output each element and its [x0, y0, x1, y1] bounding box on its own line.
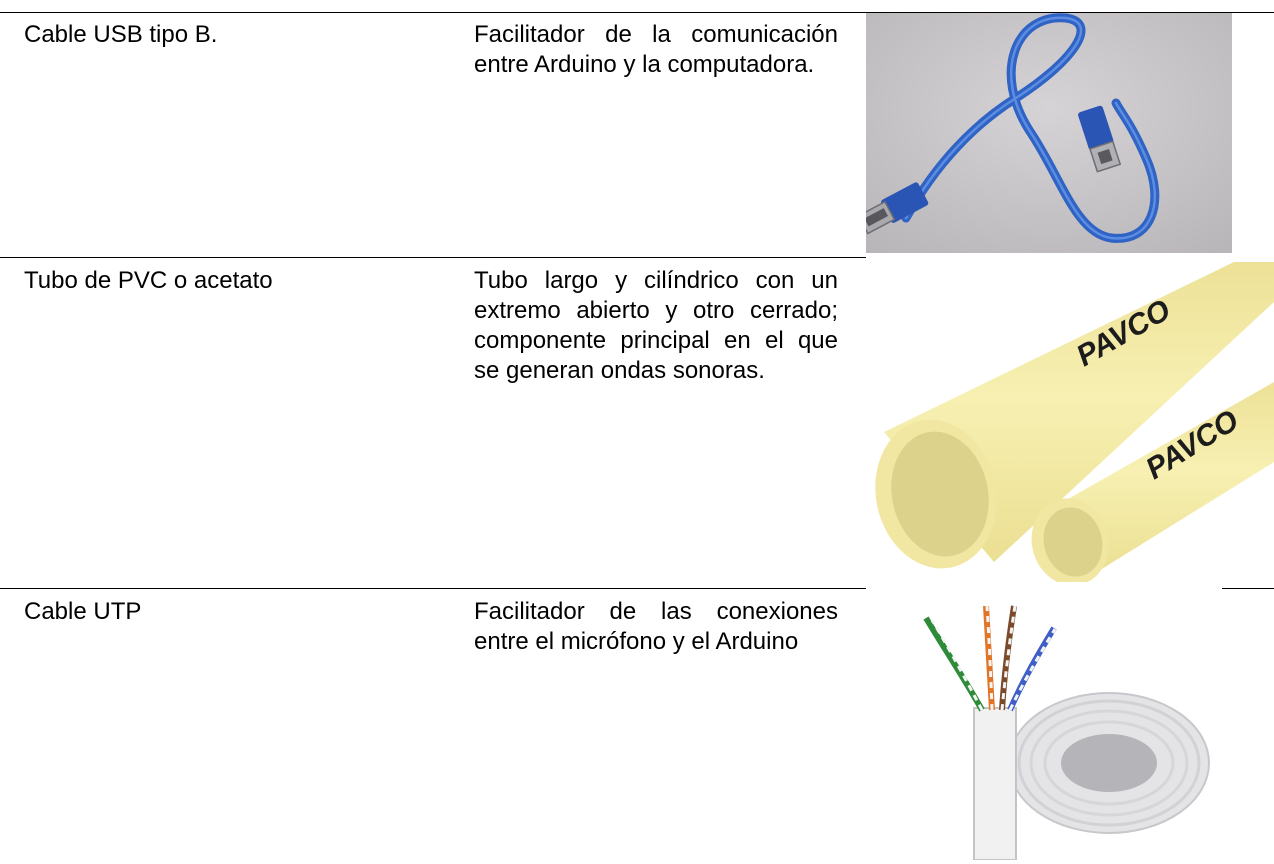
row-3-item: Cable UTP — [24, 598, 142, 625]
row-1-description: Facilitador de la comunicación entre Ard… — [474, 21, 838, 78]
row-divider-1 — [0, 257, 866, 258]
pvc-pipes-image: PAVCO PAVCO — [874, 262, 1274, 582]
row-divider-2-left — [0, 588, 866, 589]
row-divider-2-right — [1222, 588, 1274, 589]
table-top-rule — [0, 12, 1274, 13]
row-3-description: Facilitador de las conexiones entre el m… — [474, 598, 838, 655]
usb-cable-image — [866, 13, 1232, 253]
utp-cable-image — [904, 598, 1216, 860]
row-1-item: Cable USB tipo B. — [24, 21, 218, 48]
row-2-description: Tubo largo y cilíndrico con un extremo a… — [474, 267, 838, 384]
row-2-item: Tubo de PVC o acetato — [24, 267, 273, 294]
